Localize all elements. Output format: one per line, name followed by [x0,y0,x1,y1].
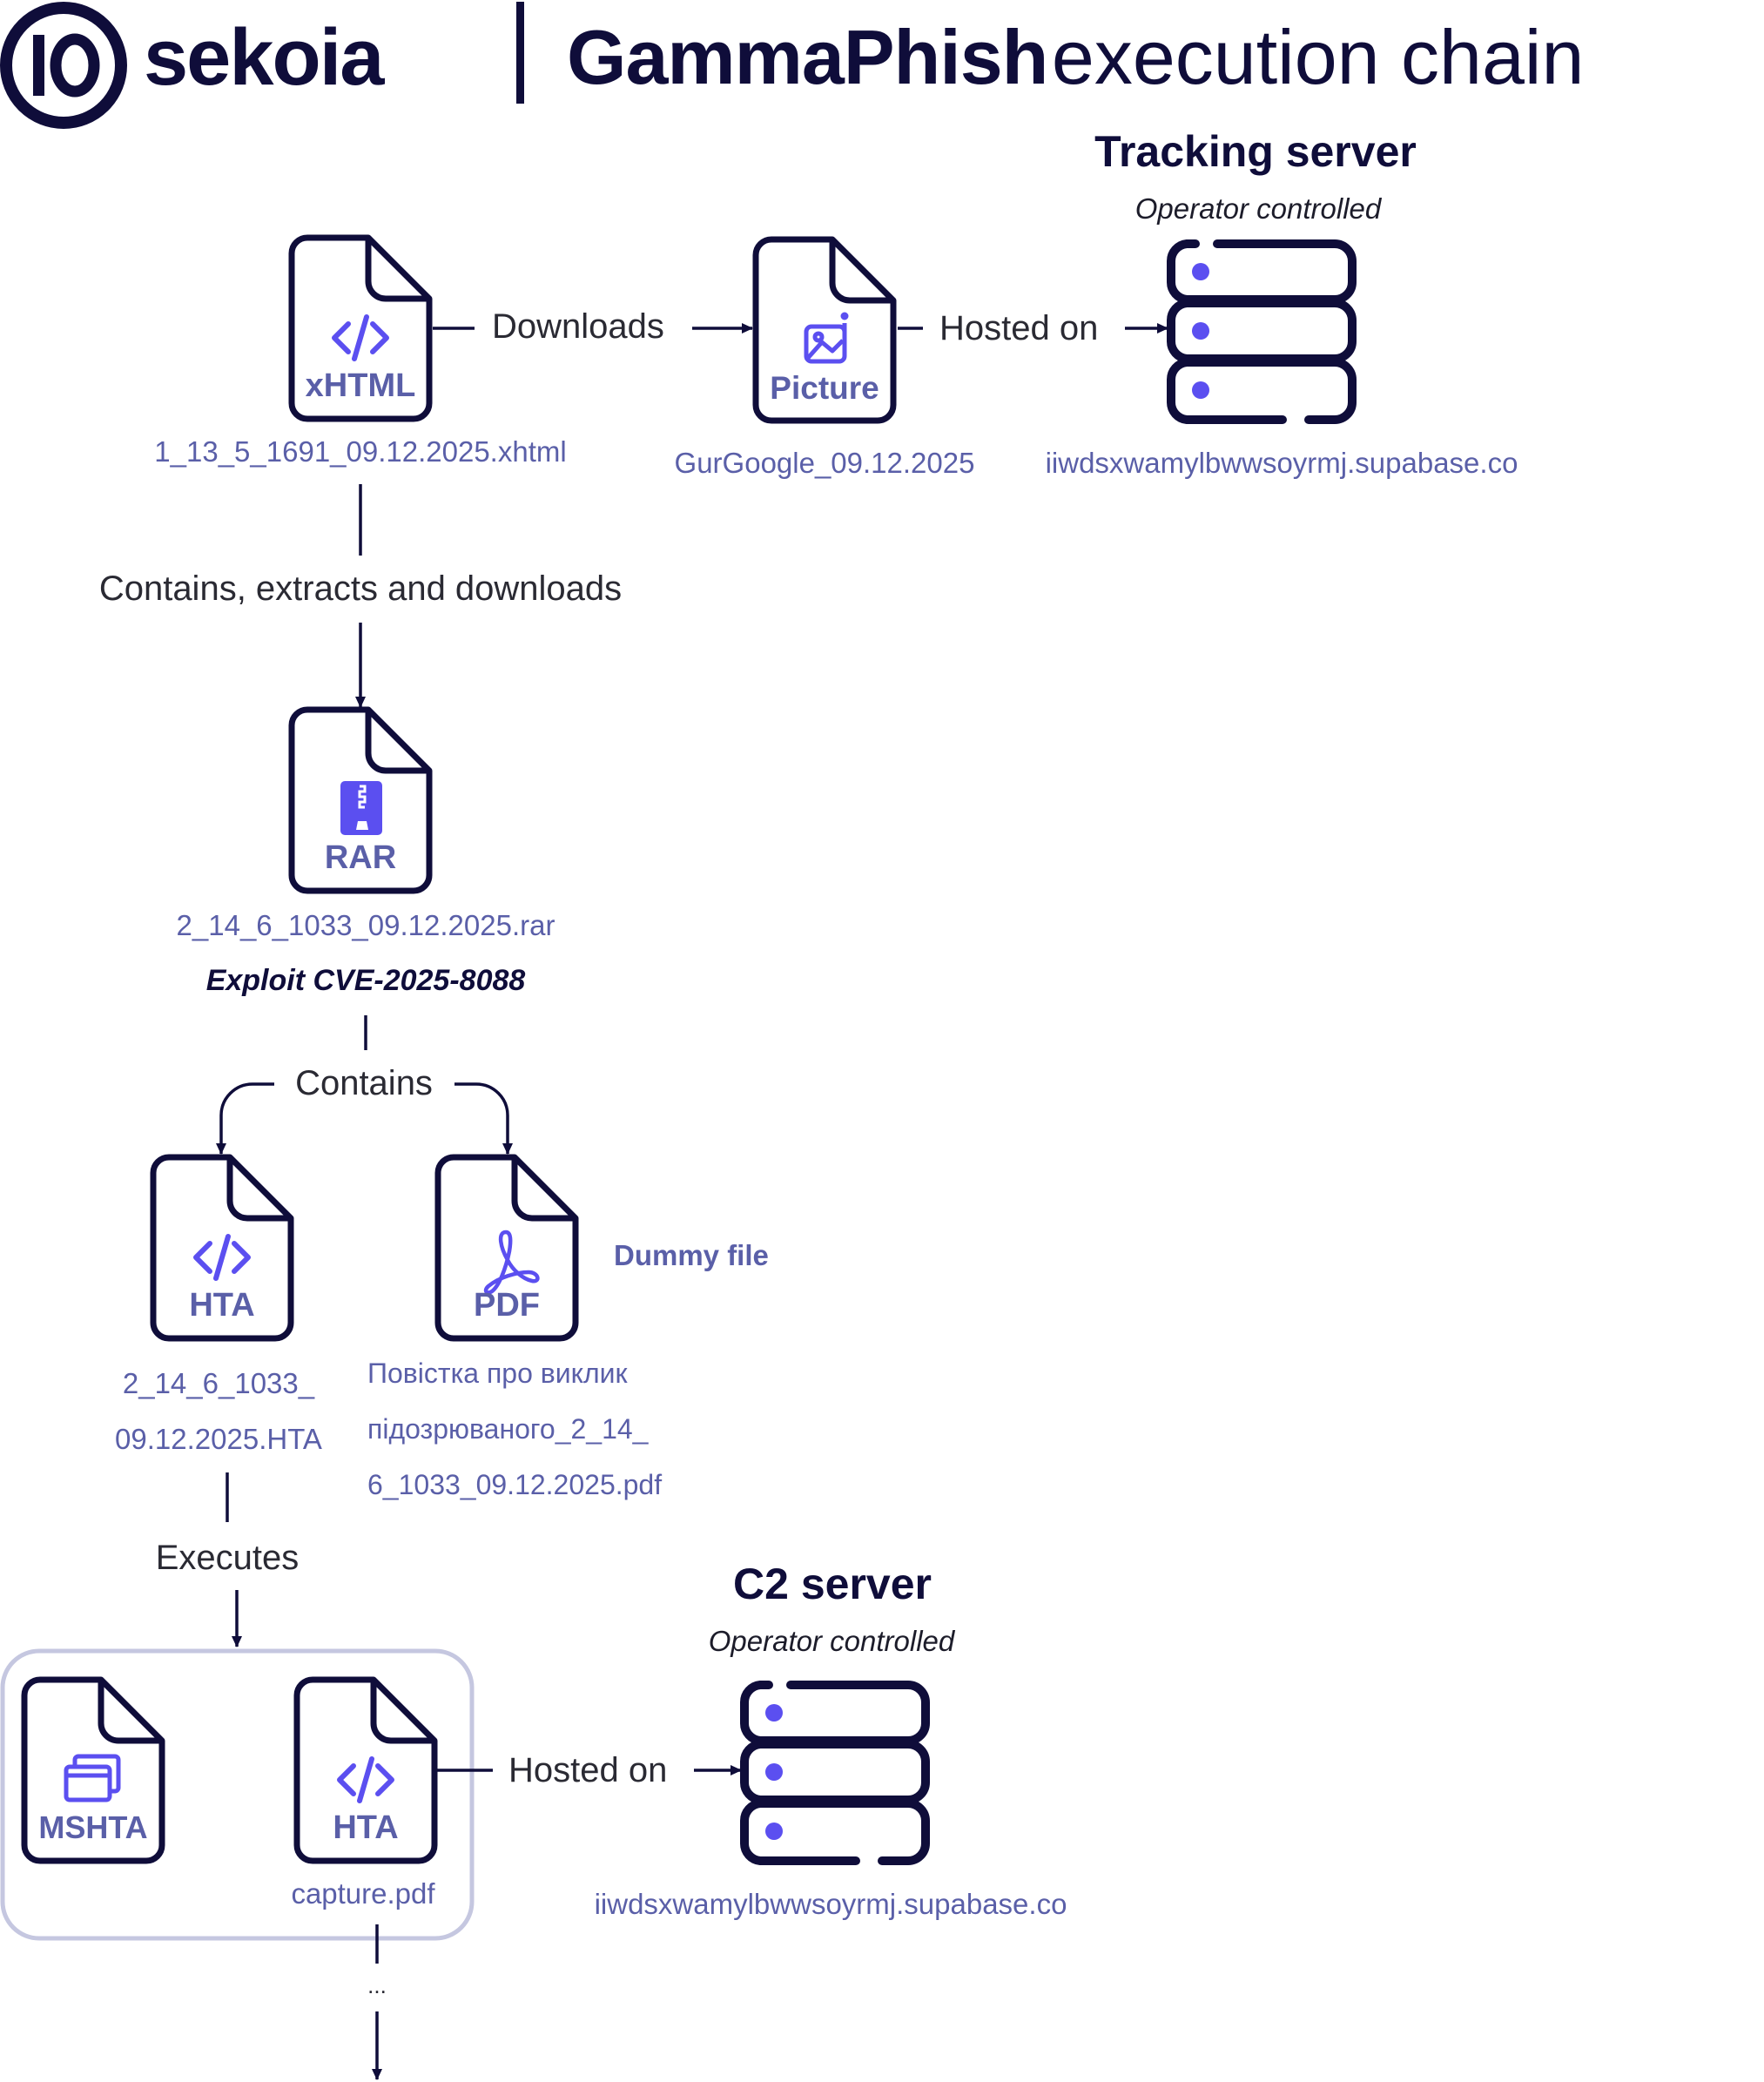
tracking-server-title: Tracking server [1094,127,1417,176]
tracking-server-domain: iiwdsxwamylbwwsoyrmj.supabase.co [1045,447,1518,479]
rar-type-label: RAR [324,839,397,876]
sekoia-logo-icon [0,2,127,129]
cve-note: Exploit CVE-2025-8088 [205,964,526,997]
rar-file-icon [292,710,429,891]
mshta-file-icon [24,1680,162,1861]
picture-file-icon [756,239,893,421]
c2-server-icon [744,1685,926,1861]
edge-contains-left [216,1082,274,1155]
hta-filename-line1: 2_14_6_1033_ [122,1367,315,1399]
rar-filename: 2_14_6_1033_09.12.2025.rar [176,909,555,941]
title-light: execution chain [1051,14,1585,100]
edge-label-executes: Executes [155,1539,300,1577]
archive-icon [340,781,382,835]
pdf-file-icon [438,1157,576,1338]
hta-capture-type-label: HTA [333,1809,399,1846]
hta-filename-line2: 09.12.2025.HTA [115,1423,322,1455]
dummy-file-note: Dummy file [614,1239,769,1271]
mshta-type-label: MSHTA [38,1809,148,1845]
hta-type-label: HTA [189,1287,255,1324]
windows-icon [64,1754,121,1802]
picture-filename: GurGoogle_09.12.2025 [674,447,975,479]
hta-capture-filename: capture.pdf [291,1877,435,1910]
edge-label-hosted-on: Hosted on [939,309,1099,347]
tracking-server-subtitle: Operator controlled [1134,192,1382,225]
edge-label-contains: Contains [295,1064,433,1102]
acrobat-icon [483,1230,540,1295]
edge-label-contains-extracts: Contains, extracts and downloads [98,569,623,608]
mshta-group-box [0,1648,475,1941]
image-icon [804,312,849,364]
edge-label-downloads: Downloads [492,307,664,346]
page-title: GammaPhish execution chain [567,13,1584,102]
brand-text: sekoia [144,13,384,102]
c2-server-title: C2 server [733,1560,932,1608]
c2-server-subtitle: Operator controlled [708,1625,955,1657]
edge-contains-right [454,1082,513,1155]
xhtml-filename: 1_13_5_1691_09.12.2025.xhtml [154,435,567,468]
header-divider [516,2,524,104]
pdf-filename-line2: підозрюваного_2_14_ [367,1413,649,1445]
c2-server-domain: iiwdsxwamylbwwsoyrmj.supabase.co [594,1888,1067,1920]
tracking-server-icon [1171,244,1352,420]
title-strong: GammaPhish [567,14,1048,100]
edge-label-hosted-on-c2: Hosted on [508,1751,668,1789]
pdf-type-label: PDF [474,1287,540,1324]
pdf-filename-line1: Повістка про виклик [367,1358,628,1389]
edge-label-continuation: ... [367,1972,387,1998]
picture-type-label: Picture [770,370,879,406]
pdf-filename-line3: 6_1033_09.12.2025.pdf [367,1469,663,1500]
xhtml-type-label: xHTML [305,367,416,404]
